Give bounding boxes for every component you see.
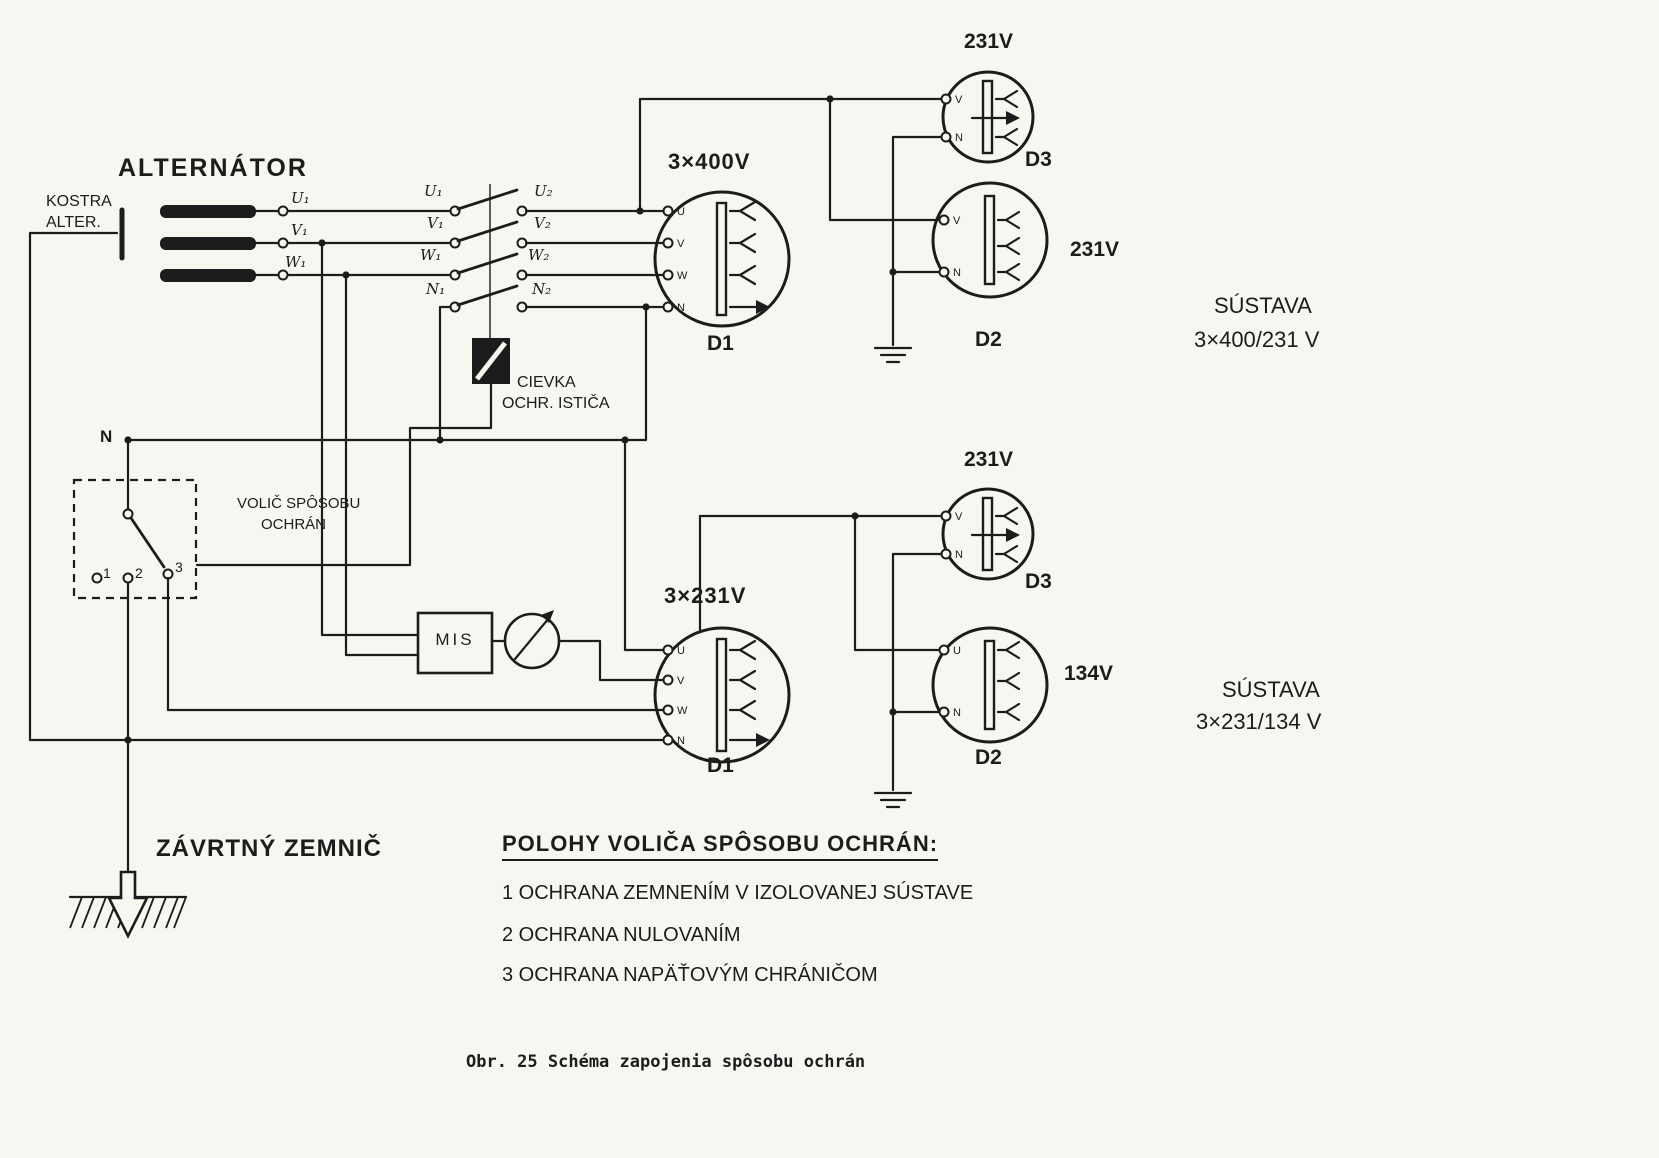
coil-terminal-u1: U₁	[291, 189, 310, 207]
pin-label: V	[953, 215, 961, 227]
legend-item-2: 2 OCHRANA NULOVANÍM	[502, 924, 741, 946]
socket-top-d1: U V W N	[653, 190, 791, 328]
pin-label: N	[953, 707, 961, 719]
socket-name-low-d3: D3	[1025, 570, 1052, 593]
cievka-label-line1: CIEVKA	[517, 374, 576, 391]
switch-terminal-u2: U₂	[534, 182, 553, 200]
voltage-label-top-d3: 231V	[964, 30, 1014, 53]
socket-name-low-d2: D2	[975, 746, 1002, 769]
socket-top-d3: V N	[940, 70, 1035, 164]
bottom-branch-wiring	[698, 514, 943, 809]
switch-terminal-v2: V₂	[534, 214, 551, 232]
pin-label: N	[955, 549, 963, 561]
protection-selector	[72, 438, 665, 874]
neutral-label: N	[100, 427, 113, 446]
legend-title: POLOHY VOLIČA SPÔSOBU OCHRÁN:	[502, 831, 939, 862]
switch-terminal-w2: W₂	[528, 246, 550, 264]
pin-label: N	[953, 267, 961, 279]
junction-dots	[124, 95, 897, 744]
socket-name-top-d2: D2	[975, 328, 1002, 351]
switch-terminal-n2: N₂	[532, 280, 552, 298]
circuit-breaker	[195, 184, 528, 567]
mis-label: MIS	[435, 630, 475, 649]
socket-name-top-d3: D3	[1025, 148, 1052, 171]
switch-terminal-n1: N₁	[426, 280, 446, 298]
socket-low-d1: U V W N	[653, 626, 791, 764]
pin-label: N	[955, 132, 963, 144]
socket-name-top-d1: D1	[707, 332, 734, 355]
figure-caption: Obr. 25 Schéma zapojenia spôsobu ochrán	[466, 1052, 866, 1072]
frame-wiring	[28, 207, 665, 742]
socket-low-d3: V N	[940, 487, 1035, 581]
voltage-label-top-d2: 231V	[1070, 238, 1120, 261]
voltage-label-top-d1: 3×400V	[668, 149, 751, 174]
pin-label: U	[677, 206, 685, 218]
voltage-label-low-d1: 3×231V	[664, 583, 747, 608]
system-top-label-line1: SÚSTAVA	[1214, 293, 1312, 318]
socket-low-d2: U N	[931, 626, 1049, 744]
voltage-label-low-d3: 231V	[964, 448, 1014, 471]
legend-item-3: 3 OCHRANA NAPÄŤOVÝM CHRÁNIČOM	[502, 964, 878, 986]
alternator-windings	[160, 205, 452, 282]
pin-label: W	[677, 705, 688, 717]
cievka-label-line2: OCHR. ISTIČA	[502, 395, 610, 412]
ground-symbol-top	[873, 346, 913, 364]
socket-top-d2: V N	[931, 181, 1049, 299]
pin-label: N	[677, 735, 685, 747]
earth-arrow-icon	[106, 870, 150, 939]
alternator-title: ALTERNÁTOR	[118, 154, 308, 182]
pin-label: W	[677, 270, 688, 282]
kostra-label-line2: ALTER.	[46, 214, 101, 231]
system-top-label-line2: 3×400/231 V	[1194, 327, 1320, 352]
earth-electrode	[68, 870, 188, 939]
selector-label-line1: VOLIČ SPÔSOBU	[237, 495, 361, 512]
selector-position-1: 1	[103, 565, 111, 581]
selector-position-3: 3	[175, 559, 183, 575]
coil-terminal-w1: W₁	[285, 253, 307, 271]
pin-label: V	[677, 238, 685, 250]
selector-position-2: 2	[135, 565, 143, 581]
selector-label-line2: OCHRÁN	[261, 516, 327, 533]
socket-name-low-d1: D1	[707, 754, 734, 777]
meter-icon	[503, 612, 561, 670]
earth-electrode-label: ZÁVRTNÝ ZEMNIČ	[156, 835, 382, 862]
pin-label: U	[953, 645, 961, 657]
voltage-label-low-d2: 134V	[1064, 662, 1114, 685]
system-bottom-label-line2: 3×231/134 V	[1196, 709, 1322, 734]
switch-terminal-u1: U₁	[424, 182, 443, 200]
switch-terminal-w1: W₁	[420, 246, 442, 264]
pin-label: U	[677, 645, 685, 657]
system-bottom-label-line1: SÚSTAVA	[1222, 677, 1320, 702]
top-branch-wiring	[638, 97, 943, 364]
pin-label: V	[955, 94, 963, 106]
ground-symbol-bottom	[873, 791, 913, 809]
mis-unit	[320, 241, 665, 682]
switch-terminal-v1: V₁	[427, 214, 444, 232]
kostra-label-line1: KOSTRA	[46, 193, 112, 210]
neutral-rail	[126, 209, 665, 652]
pin-label: V	[677, 675, 685, 687]
coil-terminal-v1: V₁	[291, 221, 308, 239]
legend-item-1: 1 OCHRANA ZEMNENÍM V IZOLOVANEJ SÚSTAVE	[502, 882, 974, 904]
pin-label: N	[677, 302, 685, 314]
mis-box	[416, 611, 494, 675]
pin-label: V	[955, 511, 963, 523]
